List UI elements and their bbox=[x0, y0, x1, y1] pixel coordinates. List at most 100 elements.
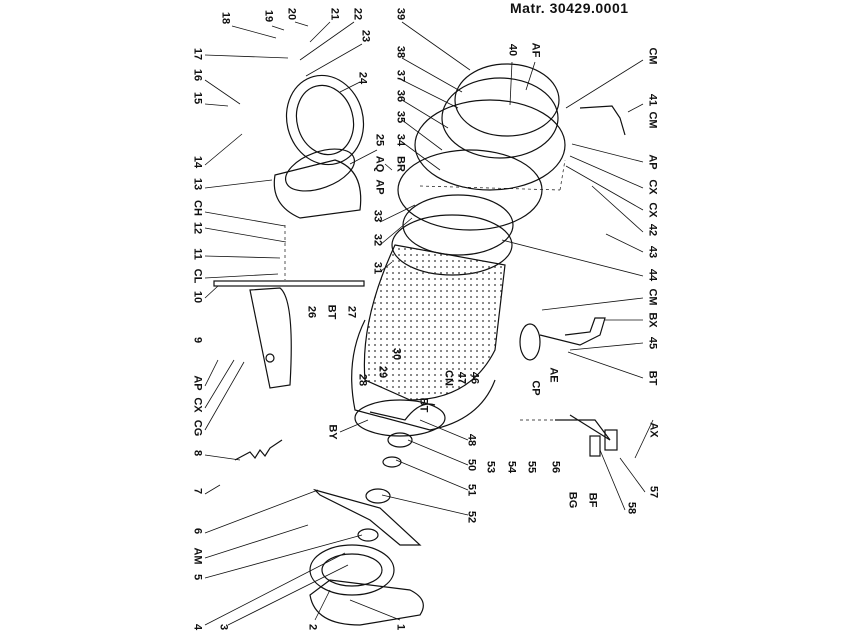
part-label: CX bbox=[191, 397, 204, 413]
part-label: 36 bbox=[394, 89, 407, 103]
spider-part bbox=[312, 488, 422, 546]
part-label: 37 bbox=[394, 69, 407, 83]
part-label: 10 bbox=[191, 290, 204, 304]
part-label: BT bbox=[325, 304, 338, 320]
part-label: 27 bbox=[345, 305, 358, 319]
part-label: CL bbox=[191, 268, 204, 284]
part-label: 47 bbox=[455, 371, 468, 385]
part-label: BT bbox=[417, 397, 430, 413]
part-label: 41 bbox=[646, 93, 659, 107]
part-label: BT bbox=[646, 370, 659, 386]
part-label: CM bbox=[646, 288, 659, 306]
pulley-part bbox=[309, 544, 395, 596]
part-label: 16 bbox=[191, 68, 204, 82]
guide-lines bbox=[284, 159, 566, 421]
part-label: AM bbox=[191, 547, 204, 565]
part-label: 33 bbox=[371, 209, 384, 223]
tub-rings bbox=[391, 63, 566, 276]
hose-part bbox=[539, 317, 606, 346]
part-label: 4 bbox=[191, 623, 204, 631]
part-label: 38 bbox=[394, 45, 407, 59]
part-label: CH bbox=[191, 200, 204, 216]
part-label: 21 bbox=[328, 7, 341, 21]
part-label: 50 bbox=[465, 458, 478, 472]
part-label: AE bbox=[547, 367, 560, 383]
bracket-part bbox=[249, 287, 292, 389]
part-label: AQ bbox=[373, 155, 386, 173]
part-label: 43 bbox=[646, 245, 659, 259]
part-label: AP bbox=[191, 375, 204, 391]
part-label: 40 bbox=[506, 43, 519, 57]
part-label: 42 bbox=[646, 223, 659, 237]
part-label: CX bbox=[646, 202, 659, 218]
part-label: 53 bbox=[484, 460, 497, 474]
part-label: 48 bbox=[465, 433, 478, 447]
part-label: 56 bbox=[549, 460, 562, 474]
part-label: 18 bbox=[219, 11, 232, 25]
part-label: 3 bbox=[217, 623, 230, 631]
part-label: 17 bbox=[191, 47, 204, 61]
part-label: 15 bbox=[191, 91, 204, 105]
part-label: BR bbox=[394, 156, 407, 172]
part-label: CN bbox=[442, 370, 455, 386]
part-label: BG bbox=[566, 491, 579, 509]
part-label: 11 bbox=[191, 248, 204, 260]
serial-number: Matr. 30429.0001 bbox=[510, 0, 629, 16]
part-label: 12 bbox=[191, 221, 204, 235]
part-label: 55 bbox=[525, 460, 538, 474]
part-label: AX bbox=[647, 422, 660, 438]
part-label: CM bbox=[646, 47, 659, 65]
part-label: 19 bbox=[262, 9, 275, 23]
pipe-part bbox=[369, 403, 436, 421]
part-label: BX bbox=[646, 312, 659, 328]
part-label: 29 bbox=[376, 365, 389, 379]
part-label: 7 bbox=[191, 487, 204, 495]
bar-part bbox=[213, 280, 365, 287]
leader-lines bbox=[204, 21, 654, 626]
part-label: 44 bbox=[646, 268, 659, 282]
part-label: CM bbox=[646, 111, 659, 129]
part-label: 57 bbox=[647, 485, 660, 499]
part-label: 45 bbox=[646, 336, 659, 350]
part-label: 39 bbox=[394, 7, 407, 21]
part-label: 23 bbox=[359, 29, 372, 43]
part-label: 35 bbox=[394, 110, 407, 124]
part-label: 26 bbox=[305, 305, 318, 319]
part-label: 24 bbox=[356, 71, 369, 85]
clip-part bbox=[555, 414, 611, 441]
part-label: AF bbox=[529, 42, 542, 58]
drum bbox=[351, 244, 506, 437]
part-label: CG bbox=[191, 419, 204, 437]
part-label: 51 bbox=[465, 483, 478, 497]
part-label: 5 bbox=[191, 573, 204, 581]
part-label: 28 bbox=[356, 373, 369, 387]
part-label: CX bbox=[646, 179, 659, 195]
part-label: BY bbox=[326, 424, 339, 440]
part-label: 20 bbox=[285, 7, 298, 21]
part-label: 9 bbox=[191, 336, 204, 344]
part-label: 34 bbox=[394, 133, 407, 147]
belt-part bbox=[309, 579, 424, 626]
part-label: 22 bbox=[351, 7, 364, 21]
part-label: 52 bbox=[465, 510, 478, 524]
part-label: 25 bbox=[373, 133, 386, 147]
part-label: 31 bbox=[371, 261, 384, 275]
part-label: 13 bbox=[191, 177, 204, 191]
part-label: 30 bbox=[390, 347, 403, 361]
part-label: CP bbox=[529, 380, 542, 396]
spring-part bbox=[234, 439, 283, 461]
part-label: AP bbox=[373, 179, 386, 195]
part-label: 8 bbox=[191, 449, 204, 457]
part-label: 14 bbox=[191, 155, 204, 169]
part-label: AP bbox=[646, 154, 659, 170]
front-panel bbox=[273, 74, 365, 219]
part-label: BF bbox=[586, 492, 599, 508]
part-label: 6 bbox=[191, 527, 204, 535]
part-label: 54 bbox=[505, 460, 518, 474]
rod-part bbox=[579, 105, 626, 136]
part-label: 1 bbox=[394, 623, 407, 631]
part-label: 58 bbox=[625, 501, 638, 515]
part-label: 32 bbox=[371, 233, 384, 247]
